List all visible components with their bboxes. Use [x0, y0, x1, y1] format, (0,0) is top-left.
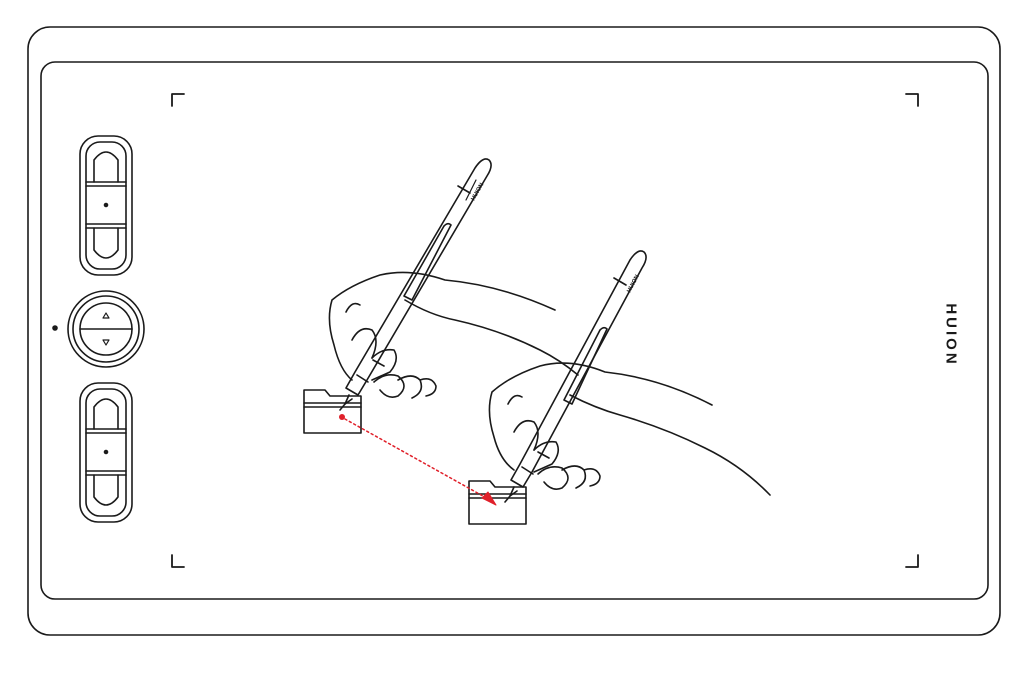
brand-logo-text: HUION — [942, 303, 960, 367]
pen-barrel-logo: HUION — [626, 274, 640, 294]
folder-icon — [303, 389, 362, 434]
hand-with-pen-1: HUION — [328, 158, 579, 411]
arrow-up-icon — [102, 312, 110, 319]
tablet-body — [27, 26, 1001, 636]
arrow-head-icon — [481, 491, 497, 506]
arrow-down-icon — [102, 339, 110, 346]
indicator-light — [52, 325, 58, 331]
working-area-corner-marks — [171, 93, 919, 568]
brand-logo: HUION — [942, 285, 960, 385]
drag-path — [339, 414, 497, 506]
hand-with-pen-2: HUION — [488, 250, 771, 503]
scroll-dial[interactable] — [67, 290, 145, 368]
tablet-active-area — [40, 61, 989, 600]
folder-icon — [468, 480, 527, 525]
express-keys-top[interactable] — [79, 135, 133, 276]
express-keys-bottom[interactable] — [79, 382, 133, 523]
tablet-pen-icon — [345, 158, 492, 396]
tablet-pen-icon — [510, 250, 647, 488]
